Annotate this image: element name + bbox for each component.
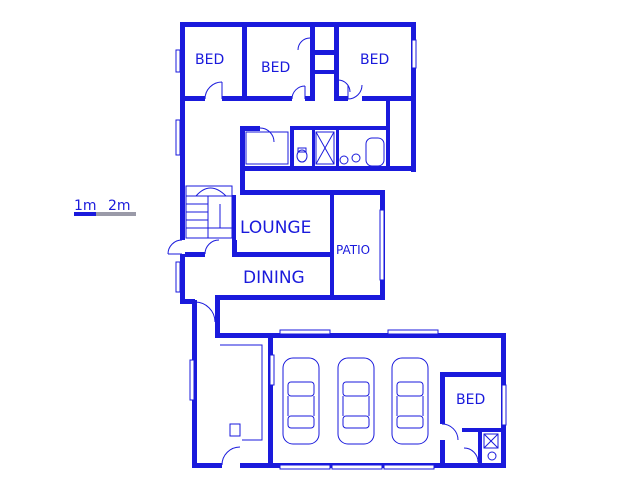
doors	[167, 37, 479, 466]
car-icon	[282, 357, 320, 445]
toilet-icon	[487, 451, 497, 461]
basin-icon	[351, 153, 361, 163]
toilet-icon	[296, 149, 308, 163]
cars	[282, 357, 429, 445]
staircase	[185, 185, 233, 239]
room-label-bed-left: BED	[195, 52, 224, 68]
shower-icon	[483, 433, 499, 449]
room-label-bed-middle: BED	[261, 60, 290, 76]
scale-label-2m: 2m	[108, 198, 131, 214]
bathroom-fixtures	[245, 131, 499, 461]
kitchen-counter	[220, 344, 263, 441]
scale-label-1m: 1m	[74, 198, 97, 214]
room-label-patio: PATIO	[336, 243, 370, 257]
room-label-bed-garage: BED	[456, 392, 485, 408]
room-label-bed-right: BED	[360, 52, 389, 68]
room-label-dining: DINING	[243, 268, 305, 288]
scale-bar: 1m 2m	[74, 198, 136, 216]
bathtub-icon	[365, 137, 385, 167]
windows	[175, 39, 507, 470]
toilet-icon	[339, 155, 349, 165]
shower-icon	[315, 131, 335, 165]
room-labels: BED BED BED LOUNGE DINING PATIO BED	[195, 52, 485, 408]
car-icon	[391, 357, 429, 445]
car-icon	[337, 357, 375, 445]
sink-icon	[229, 423, 241, 437]
room-label-lounge: LOUNGE	[240, 218, 311, 238]
